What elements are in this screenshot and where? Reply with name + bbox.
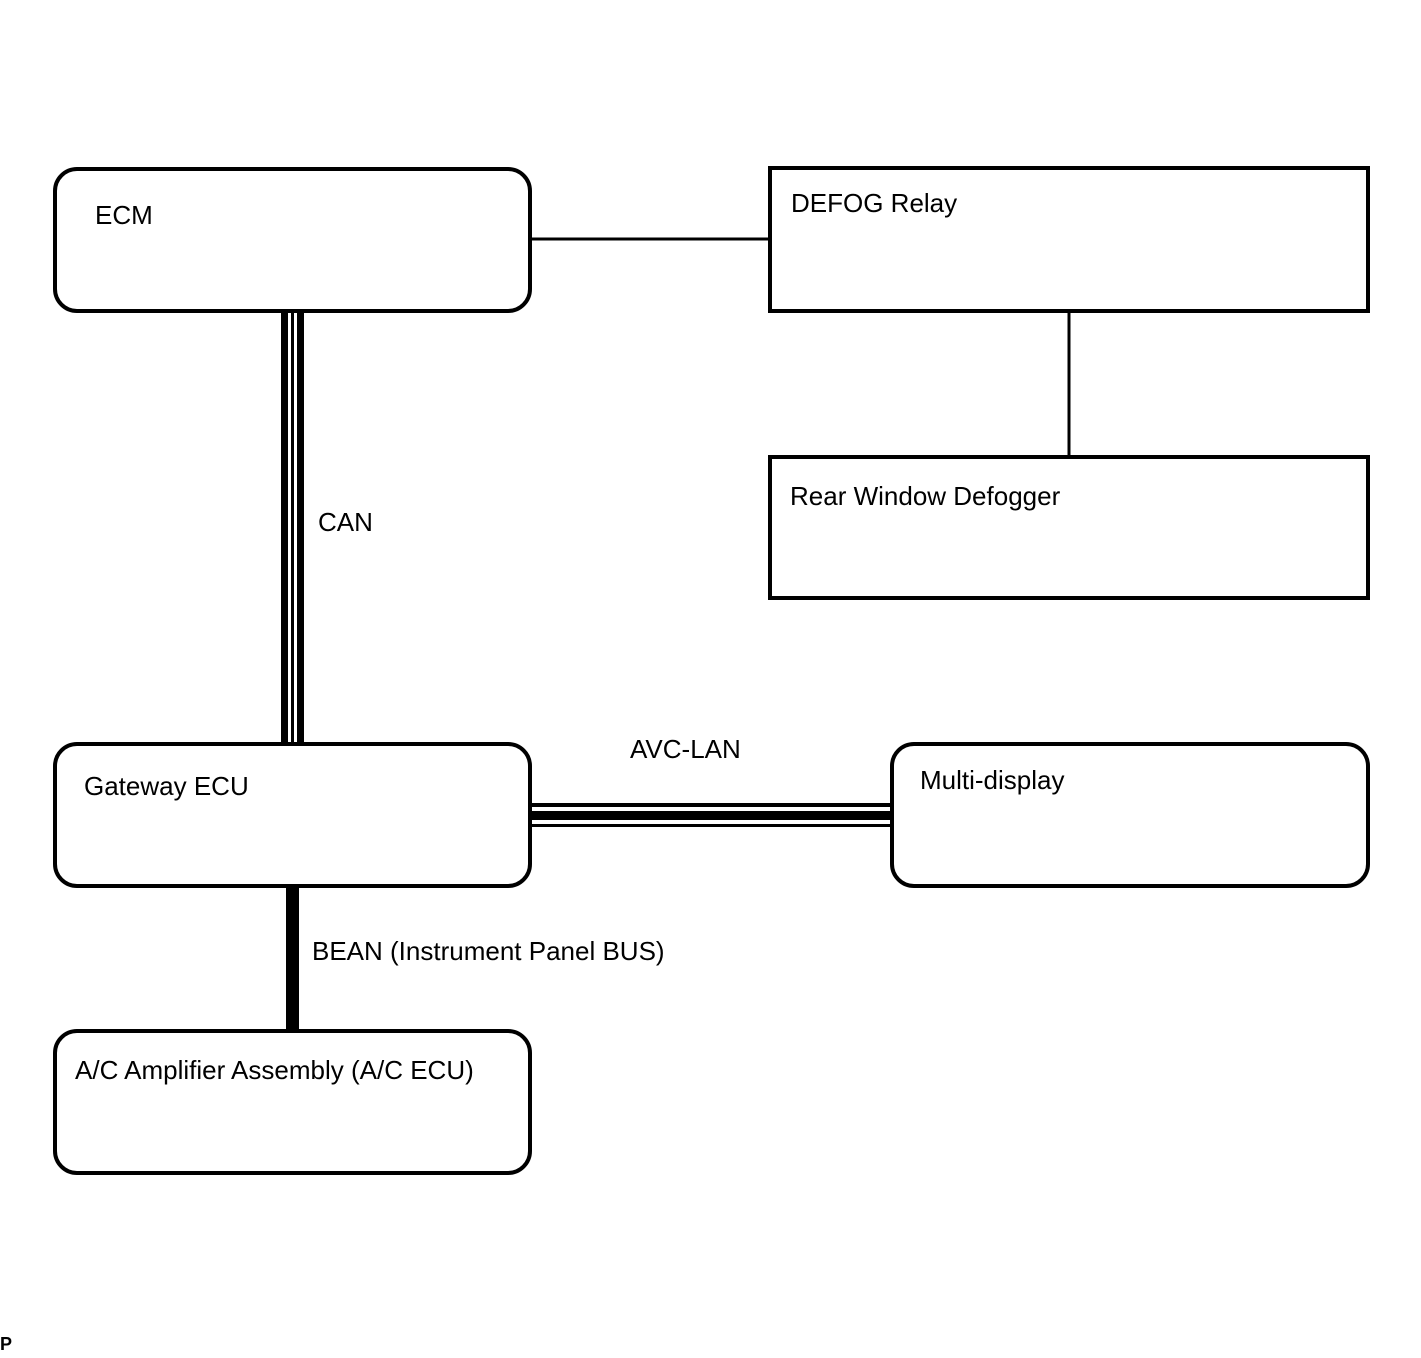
gateway-ecu-label: Gateway ECU: [84, 771, 249, 801]
ac-amplifier-label: A/C Amplifier Assembly (A/C ECU): [75, 1055, 474, 1085]
defog-relay-box: DEFOG Relay: [768, 166, 1370, 313]
bean-bus-label: BEAN (Instrument Panel BUS): [312, 936, 665, 966]
avc-lan-label: AVC-LAN: [630, 734, 741, 764]
defog-relay-label: DEFOG Relay: [791, 188, 958, 218]
ecm-box: ECM: [53, 167, 532, 313]
rear-window-defogger-box: Rear Window Defogger: [768, 455, 1370, 600]
avc-lan-line: [530, 803, 892, 827]
multi-display-box: Multi-display: [890, 742, 1370, 888]
ecm-label: ECM: [95, 200, 153, 230]
can-bus-label: CAN: [318, 507, 373, 537]
ac-amplifier-box: A/C Amplifier Assembly (A/C ECU): [53, 1029, 532, 1175]
rear-window-defogger-label: Rear Window Defogger: [790, 481, 1061, 511]
can-bus-line: [281, 311, 304, 745]
figure-code: P: [0, 1334, 13, 1354]
bean-bus-line: [286, 885, 299, 1032]
gateway-ecu-box: Gateway ECU: [53, 742, 532, 888]
multi-display-label: Multi-display: [920, 765, 1065, 795]
